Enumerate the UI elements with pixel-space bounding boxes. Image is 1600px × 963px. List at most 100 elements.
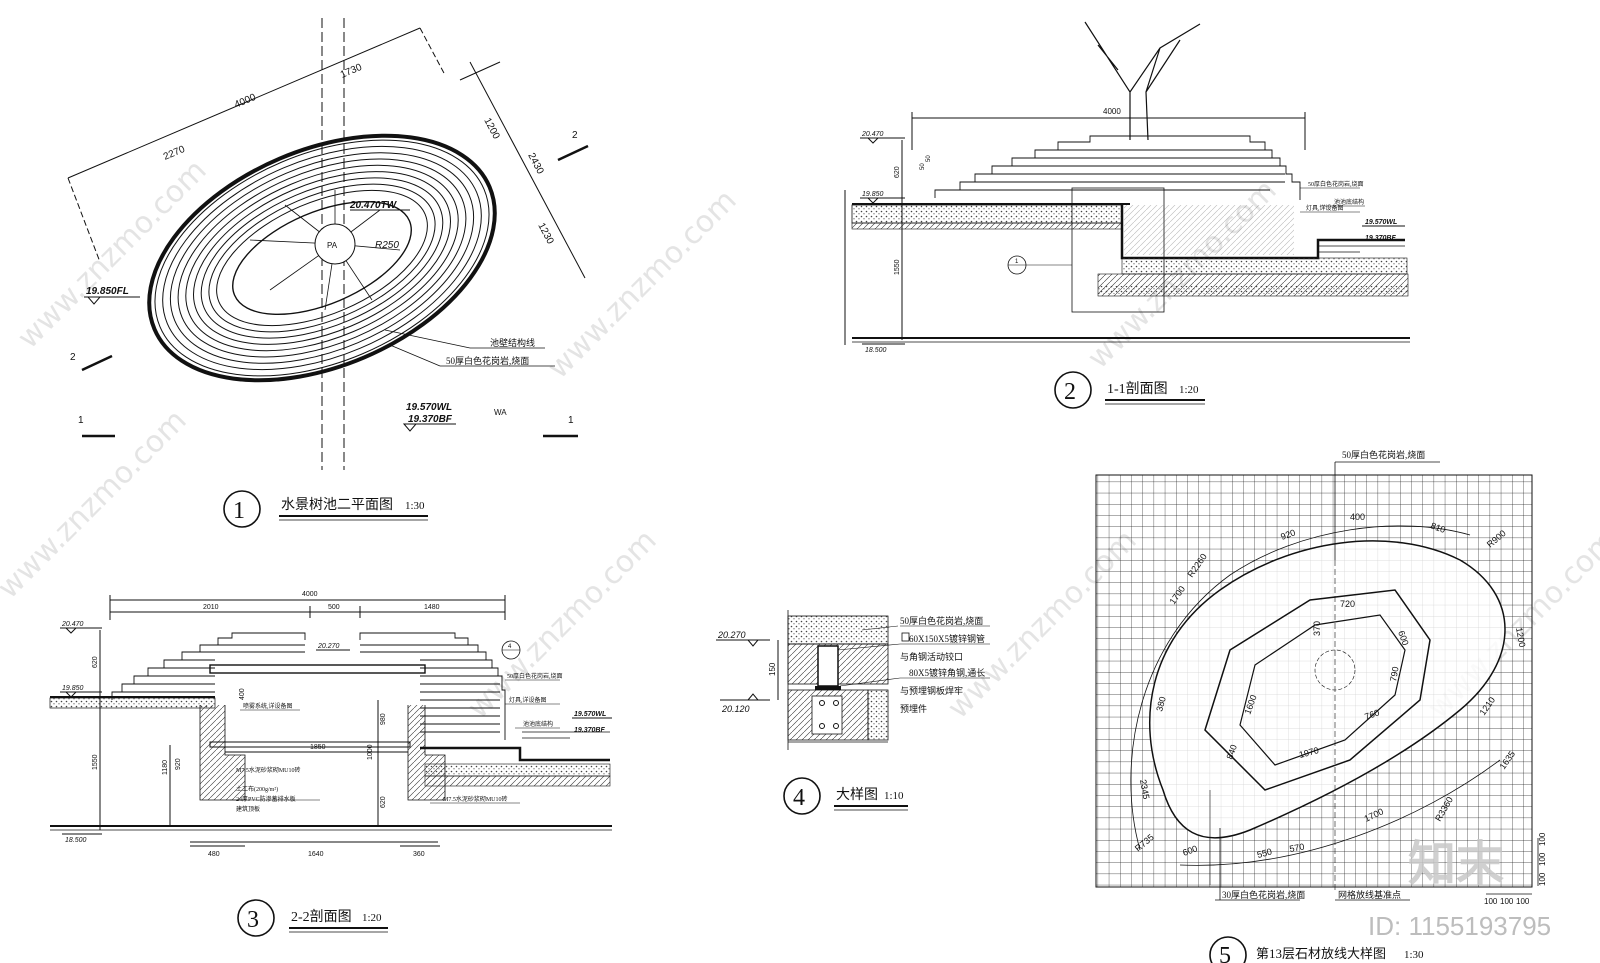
- level-label: 19.850: [862, 191, 884, 198]
- note-text: M7.5水泥砂浆砌MU10砖: [236, 766, 301, 774]
- note-text: 50厚白色花岗岩,烧面: [507, 672, 563, 680]
- detail-view-4: 20.270 20.120 150 50厚白色花岗岩,烧面 60X150X5镀锌…: [716, 610, 990, 815]
- dim-label: 620: [92, 656, 99, 668]
- view-scale: 1:30: [1404, 949, 1424, 961]
- dim-label: 380: [1154, 695, 1168, 712]
- radius-label: R250: [375, 240, 399, 251]
- note-text: 24厚PVC防渗蓄排水板: [236, 795, 296, 803]
- view-number-bubble: [783, 777, 821, 815]
- note-text: 池壁结构线: [490, 337, 535, 348]
- note-text: 60X150X5镀锌钢管: [909, 633, 985, 644]
- dim-label: 1850: [310, 744, 326, 751]
- level-label: 18.500: [865, 347, 887, 354]
- dim-label: 480: [208, 851, 220, 858]
- dim-label: 1640: [308, 851, 324, 858]
- dim-label: 790: [1388, 666, 1400, 683]
- grid-dim: 100: [1538, 872, 1547, 886]
- note-text: 50厚白色花岗岩,烧面: [1342, 449, 1425, 460]
- level-label: 19.570WL: [1365, 219, 1397, 226]
- dim-label: 4000: [1103, 107, 1121, 116]
- note-text: 30厚白色花岗岩,烧面: [1222, 889, 1305, 900]
- note-text: 50厚白色花岗岩,烧面: [446, 355, 529, 366]
- view-number-bubble: [1209, 936, 1247, 963]
- dim-label: 4000: [233, 92, 258, 111]
- view-title: 第13层石材放线大样图: [1256, 946, 1386, 961]
- level-label: 20.270: [717, 630, 746, 640]
- view-title: 大样图: [836, 787, 878, 803]
- dim-label: 920: [1279, 527, 1297, 542]
- view-number: 1: [233, 498, 245, 524]
- watermark-text: www.znzmo.com: [541, 183, 744, 386]
- dim-label: 500: [328, 604, 340, 611]
- dim-label: 1480: [424, 604, 440, 611]
- dim-label: 50: [926, 155, 932, 162]
- grid-dim: 100: [1538, 852, 1547, 866]
- note-text: 灯具,详设备图: [1306, 204, 1344, 212]
- view-scale: 1:20: [362, 912, 382, 924]
- stepped-mound: [934, 135, 1301, 200]
- level-label: 18.500: [65, 837, 87, 844]
- watermark-text: www.znzmo.com: [11, 153, 214, 356]
- dim-label: 2010: [203, 604, 219, 611]
- detail-mark: 4: [508, 644, 512, 650]
- cut-mark: 1: [78, 415, 84, 426]
- level-label: 20.270: [317, 643, 340, 650]
- view-number: 2: [1064, 379, 1076, 405]
- view-scale: 1:30: [405, 500, 425, 512]
- view-number: 5: [1219, 943, 1231, 963]
- tree-drawing: [1084, 21, 1201, 141]
- level-label: 19.370BF: [408, 414, 453, 425]
- detail-mark: 1: [1015, 259, 1019, 265]
- note-text: 50厚白色花岗岩,烧面: [1308, 180, 1364, 188]
- level-label: 19.370BF: [574, 727, 605, 734]
- view-title: 2-2剖面图: [291, 909, 352, 925]
- note-text: 与预埋钢板焊牢: [900, 685, 963, 696]
- brand-logo: 知末: [1408, 836, 1504, 892]
- dim-label: 920: [175, 758, 182, 770]
- dim-label: 360: [413, 851, 425, 858]
- grid-dim: 100: [1500, 897, 1514, 906]
- dim-label: 400: [239, 688, 246, 700]
- note-text: 池池底结构: [1334, 198, 1364, 206]
- level-label: 19.570WL: [574, 711, 606, 718]
- dim-label: 1200: [1514, 627, 1527, 648]
- view-scale: 1:10: [884, 790, 904, 802]
- dim-label: 4000: [302, 591, 318, 598]
- note-text: 池池底结构: [523, 720, 553, 728]
- view-title: 1-1剖面图: [1107, 381, 1168, 397]
- watermark-text: www.znzmo.com: [0, 403, 194, 606]
- label-wa: WA: [494, 408, 507, 417]
- view-scale: 1:20: [1179, 384, 1199, 396]
- dim-label: 50: [920, 163, 926, 170]
- section-view-2-2: 4000 2010 500 1480: [49, 591, 612, 937]
- level-label: 20.120: [721, 704, 750, 714]
- cut-mark: 2: [572, 130, 578, 141]
- image-id-label: ID: 1155193795: [1368, 911, 1551, 941]
- dim-label: 1180: [162, 760, 169, 775]
- section-view-1-1: 4000 620 1550 50 50: [844, 21, 1410, 409]
- dim-label: 1200: [481, 116, 501, 141]
- dim-label: 150: [768, 662, 777, 676]
- dim-label: 570: [1289, 842, 1306, 854]
- view-number-bubble: [223, 490, 261, 528]
- view-number: 3: [247, 907, 259, 933]
- stepped-mound-left: [111, 632, 306, 700]
- dim-label: 2345: [1138, 779, 1151, 800]
- level-label: 19.570WL: [406, 402, 452, 413]
- stepped-mound-right: [359, 632, 506, 740]
- grid-dim: 100: [1538, 832, 1547, 846]
- note-text: 与角钢活动铰口: [900, 651, 963, 662]
- note-text: 网格放线基准点: [1338, 889, 1401, 900]
- note-text: 喷雾系统,详设备图: [243, 702, 293, 710]
- dim-label: 550: [1256, 846, 1273, 860]
- dim-label: 620: [380, 796, 387, 808]
- dim-label: 600: [1181, 843, 1199, 858]
- dim-label: 620: [894, 166, 901, 178]
- note-text: M7.5水泥砂浆砌MU10砖: [443, 795, 508, 803]
- dim-label: 1730: [339, 62, 364, 81]
- view-title: 水景树池二平面图: [281, 497, 393, 513]
- dim-label: 980: [380, 713, 387, 725]
- watermark-text: www.znzmo.com: [461, 523, 664, 726]
- level-label: 20.470: [861, 131, 884, 138]
- note-text: 建筑顶板: [236, 805, 260, 813]
